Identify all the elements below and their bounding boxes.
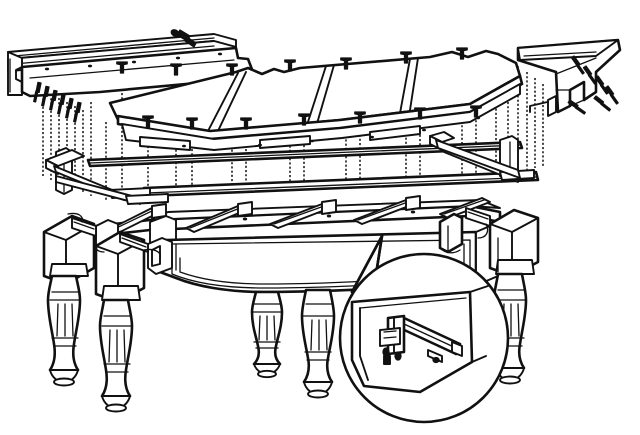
leg-center-front bbox=[250, 290, 284, 379]
leg-front-left bbox=[94, 230, 146, 413]
slate-bed-panels bbox=[108, 49, 524, 151]
end-rail-right bbox=[516, 38, 622, 117]
rail-bolt-top bbox=[170, 29, 197, 48]
leg-mount-brackets bbox=[67, 207, 491, 259]
cross-stretcher-beams bbox=[45, 131, 540, 205]
detail-circle bbox=[338, 252, 510, 424]
rail-bolt-holes bbox=[44, 52, 223, 71]
cushion-rail-top bbox=[7, 29, 255, 98]
leg-front-right bbox=[438, 212, 464, 254]
detail-content bbox=[350, 285, 489, 394]
leg-back-left bbox=[42, 214, 96, 387]
foreground-overlaps bbox=[175, 237, 499, 273]
leg-center-right bbox=[300, 288, 336, 399]
